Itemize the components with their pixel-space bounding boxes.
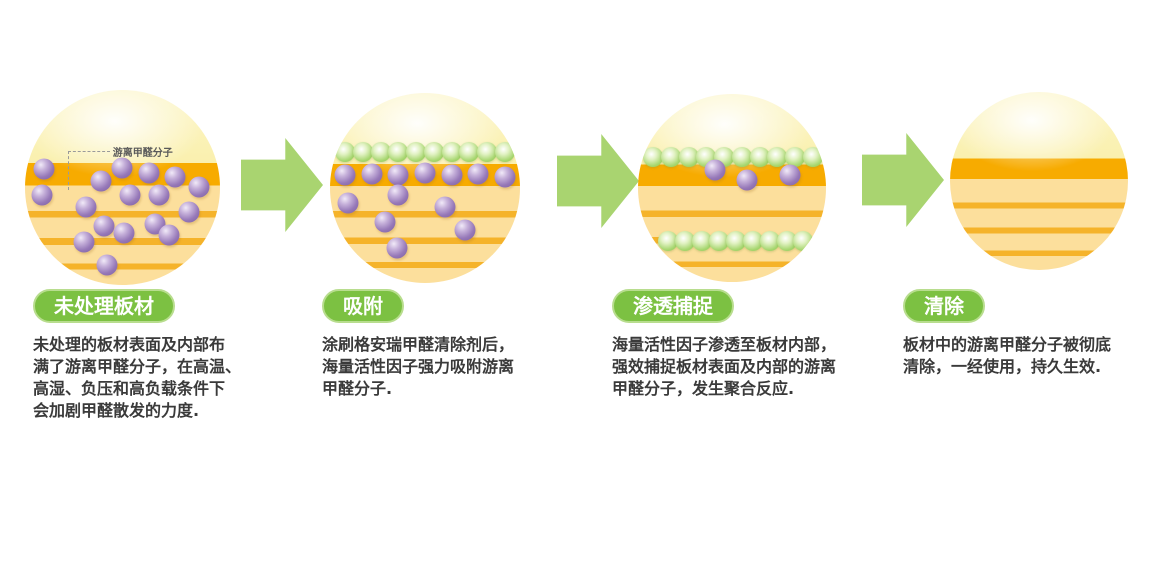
formaldehyde-molecule bbox=[334, 164, 356, 186]
board-circle-adsorption bbox=[330, 93, 520, 283]
step-badge: 清除 bbox=[903, 289, 985, 323]
formaldehyde-molecule bbox=[337, 192, 359, 214]
active-factor-molecule bbox=[423, 141, 444, 162]
board-circle-capture bbox=[638, 94, 826, 282]
formaldehyde-molecule bbox=[96, 254, 117, 276]
active-factor-molecule bbox=[370, 141, 391, 162]
active-factor-molecule bbox=[643, 146, 664, 167]
formaldehyde-molecule bbox=[90, 170, 112, 192]
active-factor-molecule bbox=[708, 230, 729, 251]
board-circle-clean bbox=[950, 92, 1128, 270]
formaldehyde-molecule bbox=[111, 157, 133, 179]
active-factor-molecule bbox=[494, 141, 515, 162]
active-factor-molecule bbox=[335, 141, 356, 162]
formaldehyde-molecule bbox=[467, 163, 489, 185]
formaldehyde-molecule bbox=[33, 158, 55, 180]
active-factor-molecule bbox=[742, 230, 763, 251]
active-factor-molecule bbox=[477, 141, 498, 162]
step-badge: 渗透捕捉 bbox=[612, 289, 734, 323]
active-factor-molecule bbox=[731, 146, 752, 167]
formaldehyde-molecule bbox=[494, 166, 516, 188]
formaldehyde-molecule bbox=[158, 224, 180, 246]
formaldehyde-molecule bbox=[779, 164, 801, 186]
step-badge: 吸附 bbox=[322, 289, 404, 323]
formaldehyde-molecule bbox=[75, 196, 97, 218]
formaldehyde-molecule bbox=[164, 166, 186, 188]
active-factor-molecule bbox=[802, 146, 823, 167]
formaldehyde-molecule bbox=[188, 176, 210, 198]
active-factor-molecule bbox=[759, 230, 780, 251]
active-factor-molecule bbox=[776, 230, 797, 251]
active-factor-molecule bbox=[767, 146, 788, 167]
formaldehyde-molecule bbox=[387, 184, 409, 206]
formaldehyde-molecule bbox=[704, 159, 726, 181]
callout-leader-line bbox=[67, 151, 110, 191]
formaldehyde-molecule bbox=[31, 184, 53, 206]
formaldehyde-molecule bbox=[361, 163, 383, 185]
callout-label: 游离甲醛分子 bbox=[112, 147, 173, 159]
formaldehyde-molecule bbox=[178, 201, 200, 223]
formaldehyde-molecule bbox=[387, 164, 409, 186]
active-factor-molecule bbox=[658, 230, 679, 251]
formaldehyde-molecule bbox=[414, 162, 436, 184]
formaldehyde-molecule bbox=[119, 184, 141, 206]
right-arrow-icon bbox=[557, 134, 639, 228]
formaldehyde-molecule bbox=[441, 164, 463, 186]
active-factor-molecule bbox=[388, 141, 409, 162]
active-factor-molecule bbox=[793, 230, 814, 251]
step-description: 海量活性因子渗透至板材内部， 强效捕捉板材表面及内部的游离 甲醛分子，发生聚合反… bbox=[612, 335, 837, 398]
formaldehyde-molecule bbox=[73, 231, 95, 253]
board-circle-untreated: 游离甲醛分子 bbox=[25, 90, 220, 285]
formaldehyde-molecule bbox=[93, 215, 115, 237]
step-description: 涂刷格安瑞甲醛清除剂后， 海量活性因子强力吸附游离 甲醛分子. bbox=[322, 335, 515, 398]
active-factor-molecule bbox=[691, 230, 712, 251]
active-factor-molecule bbox=[459, 141, 480, 162]
formaldehyde-molecule bbox=[113, 222, 135, 244]
formaldehyde-molecule bbox=[736, 169, 758, 191]
active-factor-molecule bbox=[785, 146, 806, 167]
active-factor-molecule bbox=[441, 141, 462, 162]
formaldehyde-molecule bbox=[148, 184, 170, 206]
right-arrow-icon bbox=[862, 133, 944, 227]
active-factor-molecule bbox=[675, 230, 695, 251]
active-factor-molecule bbox=[678, 146, 699, 167]
formaldehyde-molecule bbox=[374, 211, 396, 233]
right-arrow-icon bbox=[241, 138, 323, 232]
active-factor-molecule bbox=[725, 230, 746, 251]
formaldehyde-molecule bbox=[138, 162, 160, 184]
formaldehyde-molecule bbox=[386, 237, 408, 259]
active-factor-molecule bbox=[749, 146, 770, 167]
active-factor-molecule bbox=[660, 146, 681, 167]
step-badge: 未处理板材 bbox=[33, 289, 175, 323]
active-factor-molecule bbox=[406, 141, 427, 162]
formaldehyde-molecule bbox=[454, 219, 476, 241]
formaldehyde-molecule bbox=[434, 196, 456, 218]
step-description: 板材中的游离甲醛分子被彻底 清除，一经使用，持久生效. bbox=[903, 335, 1112, 376]
step-description: 未处理的板材表面及内部布 满了游离甲醛分子，在高温、 高湿、负压和高负载条件下 … bbox=[33, 335, 242, 420]
active-factor-molecule bbox=[352, 141, 373, 162]
